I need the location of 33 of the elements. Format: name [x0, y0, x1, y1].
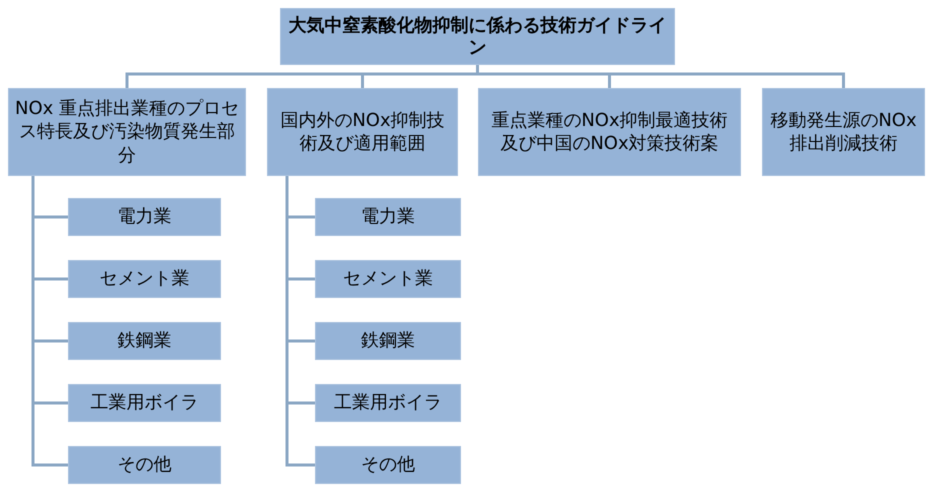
item-box: [315, 446, 461, 484]
item-box: [315, 260, 461, 298]
connector-line: [286, 176, 315, 466]
box-label: 移動発生源のNOx排出削減技術: [769, 108, 918, 156]
box-label: NOx 重点排出業種のプロセス特長及び汚染物質発生部分: [14, 96, 240, 168]
category-box: [267, 88, 458, 176]
item-box: [315, 198, 461, 236]
title-box: [280, 8, 675, 65]
item-box: [315, 384, 461, 422]
box-label: 大気中窒素酸化物抑制に係わる技術ガイドライン: [288, 14, 668, 58]
box-label: 電力業: [118, 205, 172, 229]
category-box: [8, 88, 246, 176]
item-box: [68, 384, 221, 422]
box-label: 鉄鋼業: [118, 329, 172, 353]
item-box: [68, 446, 221, 484]
box-label: その他: [118, 453, 172, 477]
box-label: 重点業種のNOx抑制最適技術及び中国のNOx対策技術案: [490, 108, 729, 156]
category-box: [478, 88, 741, 176]
item-box: [68, 322, 221, 360]
box-label: その他: [361, 453, 415, 477]
box-label: 国内外のNOx抑制技術及び適用範囲: [279, 108, 446, 156]
box-label: 工業用ボイラ: [334, 391, 442, 415]
box-label: 電力業: [361, 205, 415, 229]
box-label: セメント業: [100, 267, 190, 291]
item-box: [68, 260, 221, 298]
category-box: [762, 88, 925, 176]
box-label: 工業用ボイラ: [90, 391, 198, 415]
box-label: 鉄鋼業: [361, 329, 415, 353]
item-box: [68, 198, 221, 236]
item-box: [315, 322, 461, 360]
connector-line: [32, 176, 68, 466]
connector-line: [476, 65, 845, 88]
box-label: セメント業: [343, 267, 433, 291]
